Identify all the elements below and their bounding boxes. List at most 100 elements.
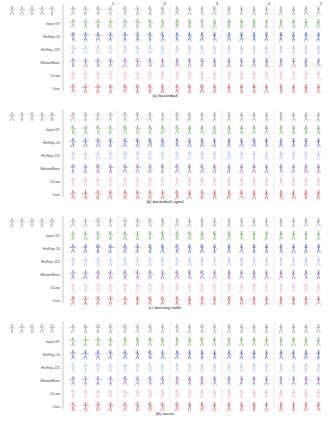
skeleton-limb	[70, 86, 71, 87]
skeleton-limb	[242, 144, 243, 146]
skeleton-limb	[11, 12, 12, 14]
skeleton-head	[201, 138, 203, 140]
skeleton-head	[293, 58, 295, 60]
skeleton-limb	[138, 12, 139, 14]
skeleton-limb	[229, 38, 230, 40]
skeleton-limb	[203, 91, 204, 93]
skeleton-limb	[125, 25, 126, 27]
skeleton-limb	[178, 87, 179, 88]
skeleton-head	[214, 6, 216, 8]
skeleton-limb	[281, 64, 282, 66]
skeleton-limb	[125, 90, 126, 92]
skeleton-head	[266, 71, 268, 73]
skeleton-head	[162, 125, 164, 127]
skeleton-limb	[43, 115, 45, 116]
skeleton-limb	[95, 140, 96, 141]
skeleton-limb	[202, 77, 203, 79]
skeleton-head	[214, 45, 216, 47]
skeleton-limb	[73, 12, 74, 14]
skeleton-limb	[111, 38, 112, 40]
skeleton-head	[189, 84, 191, 86]
skeleton-limb	[280, 12, 281, 14]
skeleton-head	[318, 138, 320, 140]
skeleton-limb	[306, 12, 307, 14]
skeleton-limb	[151, 65, 152, 67]
skeleton-limb	[147, 47, 148, 48]
skeleton-limb	[295, 26, 296, 28]
skeleton-limb	[215, 22, 216, 24]
skeleton-limb	[267, 118, 268, 120]
skeleton-limb	[294, 64, 295, 66]
skeleton-limb	[203, 52, 204, 54]
skeleton-limb	[265, 91, 266, 93]
skeleton-limb	[191, 158, 192, 160]
skeleton-limb	[175, 127, 176, 129]
skeleton-head	[11, 6, 13, 8]
skeleton-head	[266, 58, 268, 60]
skeleton-limb	[73, 118, 74, 120]
skeleton-limb	[70, 141, 72, 142]
skeleton-limb	[240, 144, 241, 146]
skeleton-limb	[112, 74, 113, 75]
skeleton-limb	[149, 144, 150, 146]
skeleton-head	[241, 125, 243, 127]
skeleton-limb	[242, 141, 243, 143]
skeleton-limb	[163, 144, 164, 146]
skeleton-head	[280, 19, 282, 21]
skeleton-head	[149, 112, 151, 114]
skeleton-limb	[188, 38, 189, 40]
skeleton-head	[124, 112, 126, 114]
skeleton-head	[189, 19, 191, 21]
skeleton-head	[214, 151, 216, 153]
skeleton-limb	[86, 144, 87, 146]
skeleton-limb	[178, 61, 179, 63]
skeleton-limb	[188, 86, 189, 88]
skeleton-limb	[96, 119, 97, 121]
skeleton-limb	[123, 73, 124, 74]
skeleton-limb	[126, 48, 127, 50]
skeleton-limb	[98, 157, 99, 159]
skeleton-limb	[112, 65, 113, 67]
skeleton-head	[305, 112, 307, 114]
skeleton-limb	[203, 61, 204, 63]
skeleton-limb	[164, 145, 165, 147]
skeleton-limb	[304, 78, 305, 80]
skeleton-limb	[111, 12, 112, 14]
skeleton-limb	[188, 144, 189, 146]
skeleton-limb	[164, 39, 165, 41]
skeleton-limb	[99, 145, 100, 147]
skeleton-limb	[281, 118, 282, 120]
skeleton-head	[241, 45, 243, 47]
skeleton-limb	[268, 78, 269, 80]
skeleton-head	[149, 125, 151, 127]
skeleton-limb	[73, 77, 74, 79]
skeleton-limb	[124, 64, 125, 66]
skeleton-limb	[150, 144, 151, 146]
skeleton-limb	[126, 145, 127, 147]
skeleton-limb	[191, 9, 192, 10]
skeleton-head	[280, 84, 282, 86]
skeleton-head	[201, 58, 203, 60]
skeleton-limb	[202, 38, 203, 40]
skeleton-limb	[136, 77, 137, 79]
skeleton-limb	[254, 144, 255, 146]
skeleton-limb	[161, 78, 162, 80]
skeleton-limb	[254, 118, 255, 120]
skeleton-limb	[252, 13, 253, 15]
skeleton-limb	[123, 140, 124, 142]
skeleton-head	[162, 112, 164, 114]
skeleton-head	[85, 138, 87, 140]
skeleton-limb	[267, 77, 268, 79]
skeleton-head	[124, 32, 126, 34]
skeleton-limb	[177, 131, 178, 133]
skeleton-limb	[228, 51, 229, 53]
skeleton-limb	[202, 90, 203, 92]
skeleton-limb	[124, 90, 125, 92]
skeleton-head	[149, 45, 151, 47]
skeleton-head	[149, 138, 151, 140]
skeleton-head	[72, 58, 74, 60]
skeleton-limb	[10, 13, 11, 15]
skeleton-head	[305, 71, 307, 73]
skeleton-head	[97, 138, 99, 140]
skeleton-limb	[136, 52, 137, 54]
